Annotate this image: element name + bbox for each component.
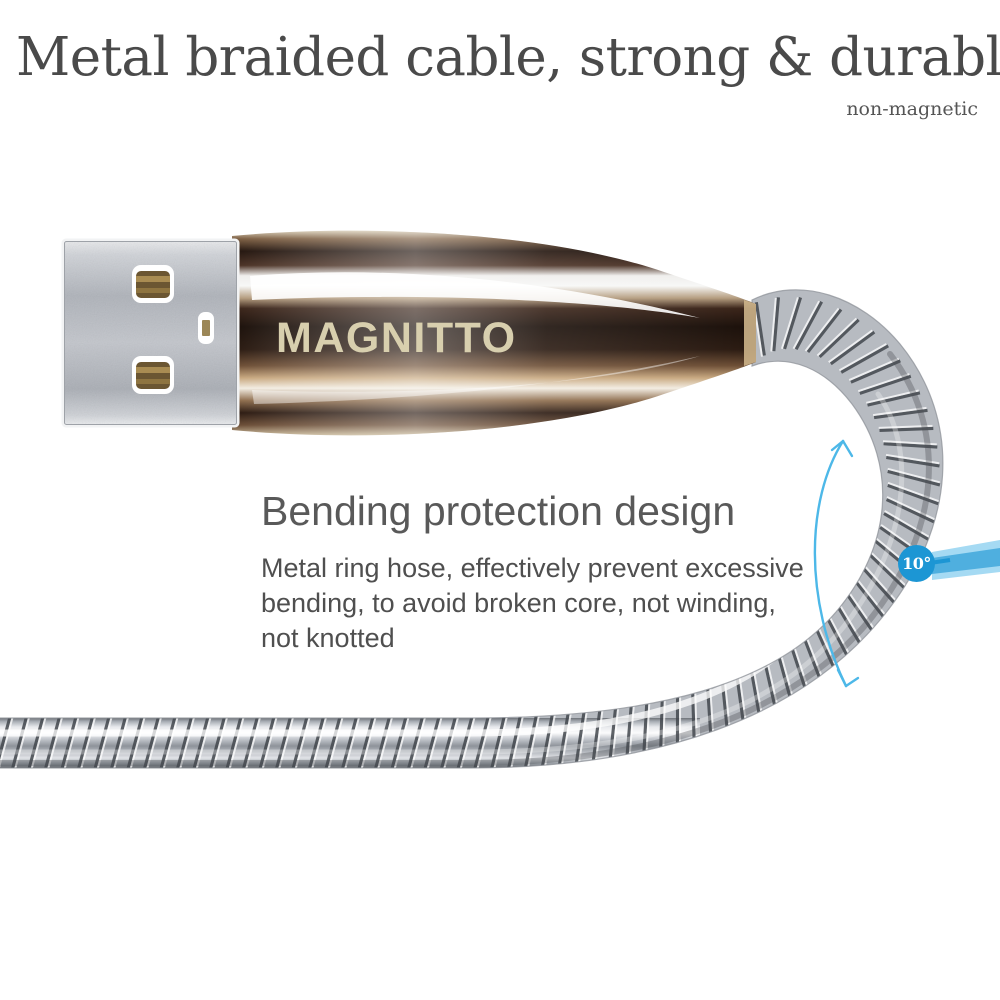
feature-description-line: not knotted (261, 623, 395, 653)
page-subtitle: non-magnetic (846, 98, 978, 120)
feature-description-line: bending, to avoid broken core, not windi… (261, 588, 776, 618)
feature-description-line: Metal ring hose, effectively prevent exc… (261, 553, 804, 583)
brand-logo-text: MAGNITTO (276, 314, 517, 362)
angle-highlight-stripe (932, 540, 1000, 580)
page-title: Metal braided cable, strong & durable (16, 27, 1000, 88)
feature-heading: Bending protection design (261, 488, 736, 534)
usb-a-connector (61, 238, 240, 428)
connector-body (232, 230, 756, 436)
feature-description: Metal ring hose, effectively prevent exc… (261, 551, 871, 656)
angle-badge: 10° (898, 545, 935, 582)
